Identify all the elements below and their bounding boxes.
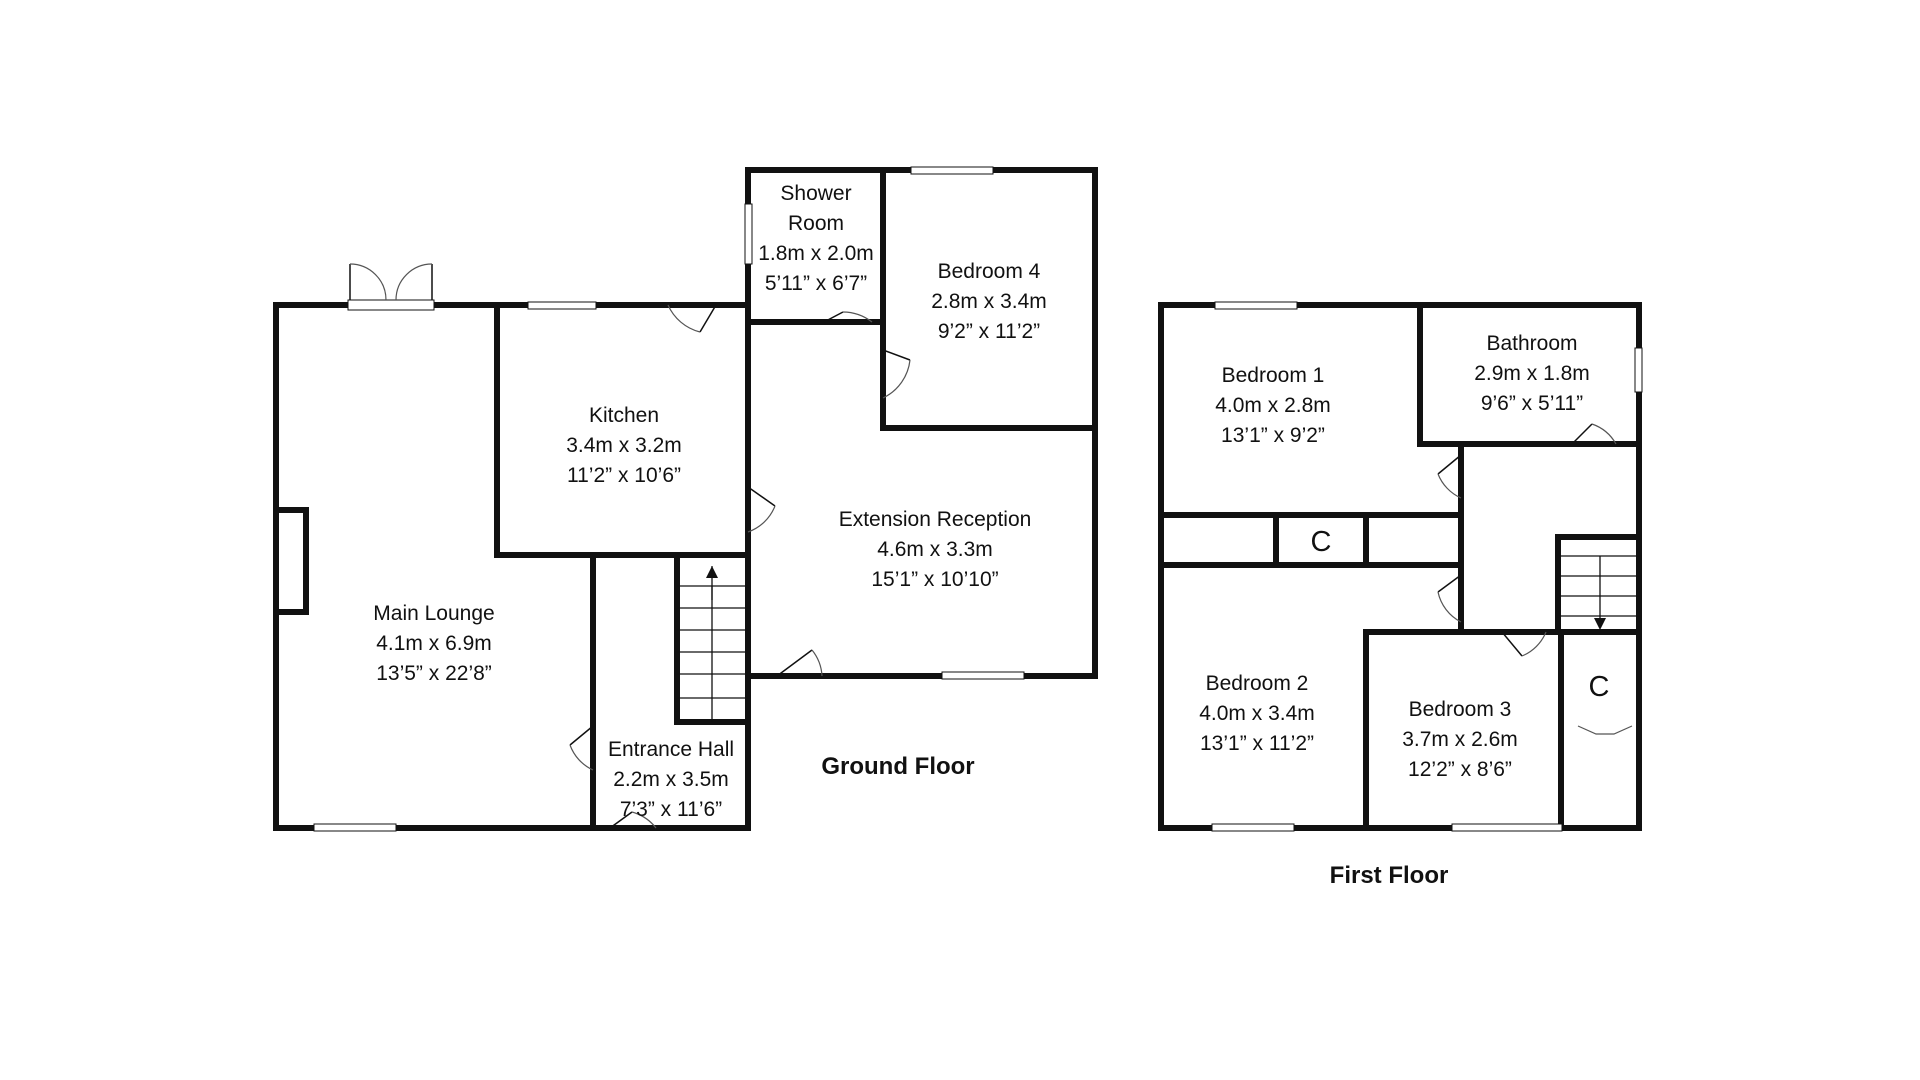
room-label-bedroom-3: Bedroom 3 3.7m x 2.6m 12’2” x 8’6”: [1402, 698, 1518, 781]
first-floor-windows: [1211, 301, 1643, 832]
room-label-bedroom-4: Bedroom 4 2.8m x 3.4m 9’2” x 11’2”: [931, 260, 1047, 343]
room-name: Entrance Hall: [608, 738, 734, 761]
room-name: Bedroom 2: [1206, 672, 1309, 695]
room-metric: 4.0m x 2.8m: [1215, 394, 1331, 417]
cupboard-label: C: [1311, 526, 1332, 558]
room-metric: 1.8m x 2.0m: [758, 242, 874, 265]
room-imperial: 9’6” x 5’11”: [1481, 392, 1583, 415]
room-name: Extension Reception: [839, 508, 1032, 531]
floor-label-ground: Ground Floor: [821, 753, 974, 780]
room-label-shower-room: Shower Room 1.8m x 2.0m 5’11” x 6’7”: [758, 182, 874, 295]
room-name: Bedroom 4: [938, 260, 1041, 283]
room-label-bedroom-1: Bedroom 1 4.0m x 2.8m 13’1” x 9’2”: [1215, 364, 1331, 447]
room-metric: 2.9m x 1.8m: [1474, 362, 1590, 385]
room-name: Kitchen: [589, 404, 659, 427]
ground-floor-doors: [349, 263, 911, 829]
room-imperial: 13’5” x 22’8”: [376, 662, 492, 685]
room-label-main-lounge: Main Lounge 4.1m x 6.9m 13’5” x 22’8”: [373, 602, 494, 685]
room-imperial: 15’1” x 10’10”: [871, 568, 998, 591]
room-label-extension-reception: Extension Reception 4.6m x 3.3m 15’1” x …: [839, 508, 1032, 591]
room-name: Shower: [780, 182, 851, 205]
room-imperial: 9’2” x 11’2”: [938, 320, 1040, 343]
room-metric: 2.8m x 3.4m: [931, 290, 1047, 313]
ground-floor-windows: [313, 166, 1025, 832]
room-imperial: 7’3” x 11’6”: [620, 798, 722, 821]
room-imperial: 13’1” x 9’2”: [1221, 424, 1325, 447]
room-name: Room: [788, 212, 844, 235]
room-label-bedroom-2: Bedroom 2 4.0m x 3.4m 13’1” x 11’2”: [1199, 672, 1315, 755]
first-floor: C C Bedroom 1 4.0m x 2.8m 13’1” x 9’2” B…: [1158, 301, 1643, 889]
room-metric: 4.6m x 3.3m: [877, 538, 993, 561]
ground-floor-walls: [273, 167, 1098, 831]
room-label-bathroom: Bathroom 2.9m x 1.8m 9’6” x 5’11”: [1474, 332, 1590, 415]
room-name: Bathroom: [1486, 332, 1577, 355]
room-label-entrance-hall: Entrance Hall 2.2m x 3.5m 7’3” x 11’6”: [608, 738, 734, 821]
first-floor-staircase: [1561, 555, 1639, 630]
floor-label-first: First Floor: [1330, 862, 1449, 889]
room-metric: 4.0m x 3.4m: [1199, 702, 1315, 725]
room-name: Bedroom 3: [1409, 698, 1512, 721]
room-imperial: 13’1” x 11’2”: [1200, 732, 1314, 755]
room-name: Bedroom 1: [1222, 364, 1325, 387]
room-metric: 3.4m x 3.2m: [566, 434, 682, 457]
room-metric: 4.1m x 6.9m: [376, 632, 492, 655]
ground-floor: Shower Room 1.8m x 2.0m 5’11” x 6’7” Bed…: [273, 166, 1098, 832]
room-metric: 3.7m x 2.6m: [1402, 728, 1518, 751]
cupboard-label: C: [1589, 671, 1610, 703]
ground-floor-staircase: [677, 566, 748, 722]
room-label-kitchen: Kitchen 3.4m x 3.2m 11’2” x 10’6”: [566, 404, 682, 487]
room-name: Main Lounge: [373, 602, 494, 625]
room-imperial: 11’2” x 10’6”: [567, 464, 681, 487]
first-floor-doors: [1185, 423, 1633, 735]
room-imperial: 12’2” x 8’6”: [1408, 758, 1512, 781]
room-metric: 2.2m x 3.5m: [613, 768, 729, 791]
room-imperial: 5’11” x 6’7”: [765, 272, 867, 295]
